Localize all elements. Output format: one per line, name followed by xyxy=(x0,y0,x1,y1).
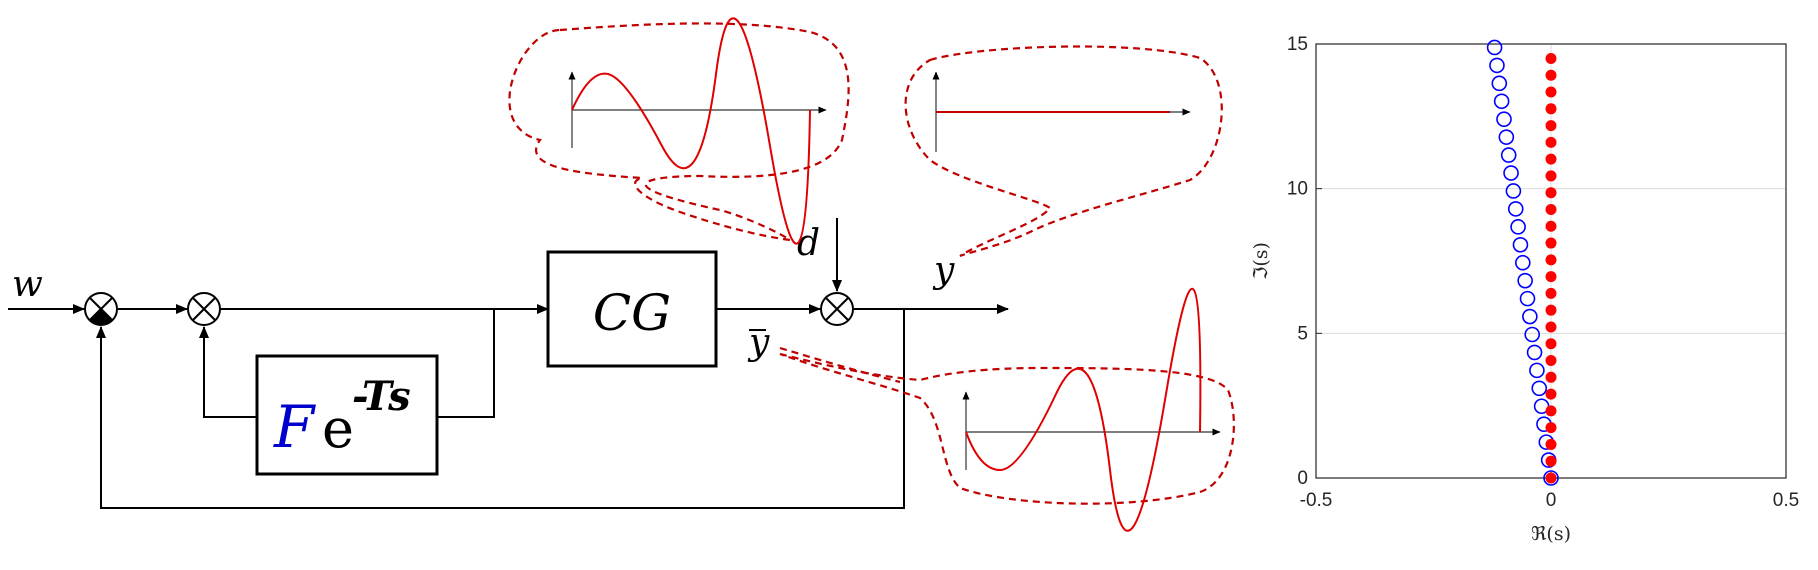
feedback-line xyxy=(96,309,905,509)
open-circle-marker xyxy=(1531,380,1548,397)
y-tick-label: 5 xyxy=(1297,323,1308,344)
predictor-delay-exponent: -Ts xyxy=(352,373,411,420)
y-tick-label: 15 xyxy=(1287,34,1308,55)
open-circle-marker xyxy=(1529,362,1545,379)
open-circle-marker xyxy=(1493,93,1510,110)
filled-circle-marker xyxy=(1545,220,1557,232)
open-circle-marker xyxy=(1503,165,1519,181)
filled-circle-marker xyxy=(1545,170,1557,182)
open-circle-marker xyxy=(1517,272,1533,289)
y-tick-label: 10 xyxy=(1287,179,1308,200)
output-mini-plot xyxy=(932,71,1191,152)
disturbance-callout-bubble xyxy=(508,22,850,242)
open-circle-marker xyxy=(1498,129,1515,145)
predictor-block xyxy=(255,354,439,476)
sine-wave xyxy=(965,287,1202,532)
filled-circle-marker xyxy=(1545,103,1557,115)
filled-circle-marker xyxy=(1545,287,1557,299)
filled-circle-marker xyxy=(1545,405,1557,417)
data-markers xyxy=(1486,39,1559,486)
callout-leader xyxy=(779,346,901,384)
filled-circle-marker xyxy=(1545,304,1557,316)
open-circle-marker xyxy=(1507,201,1524,217)
input-label: w xyxy=(12,264,43,305)
filled-circle-marker xyxy=(1545,371,1557,383)
plant-output-mini-plot xyxy=(962,287,1221,532)
filled-circle-marker xyxy=(1545,86,1557,98)
open-circle-marker xyxy=(1496,111,1512,128)
disturbance-mini-plot xyxy=(568,17,827,245)
filled-circle-marker xyxy=(1545,355,1557,367)
open-circle-marker xyxy=(1505,183,1522,199)
x-tick-label: -0.5 xyxy=(1300,490,1333,511)
filled-circle-marker xyxy=(1545,388,1557,400)
disturbance-label: d xyxy=(797,223,820,264)
filled-circle-marker xyxy=(1545,422,1557,434)
open-circle-marker xyxy=(1519,290,1536,307)
open-circle-marker xyxy=(1500,147,1517,163)
filled-circle-marker xyxy=(1545,69,1557,81)
filled-circle-marker xyxy=(1545,120,1557,132)
x-axis-label: ℜ(s) xyxy=(1531,523,1571,545)
open-circle-marker xyxy=(1489,57,1505,74)
output-callout-bubble xyxy=(904,45,1223,258)
filled-circle-marker xyxy=(1545,321,1557,333)
filled-circle-marker xyxy=(1545,271,1557,283)
filled-circle-marker xyxy=(1545,472,1557,484)
predictor-delay-base: e xyxy=(322,397,354,460)
summing-junction-1 xyxy=(84,292,118,326)
x-tick-label: 0.5 xyxy=(1773,490,1799,511)
predictor-return-line xyxy=(199,326,257,418)
filled-circle-marker xyxy=(1545,153,1557,165)
filled-circle-marker xyxy=(1545,203,1557,215)
filled-circle-marker xyxy=(1545,52,1557,64)
filled-circle-marker xyxy=(1545,254,1557,266)
open-circle-marker xyxy=(1522,308,1538,325)
block-diagram xyxy=(8,218,1009,509)
y-axis-label: ℑ(s) xyxy=(1250,242,1272,280)
filled-circle-marker xyxy=(1545,455,1557,467)
controller-plant-block xyxy=(546,250,718,368)
output-label: y xyxy=(932,250,955,291)
open-circle-marker xyxy=(1486,39,1503,56)
series-2 xyxy=(1545,52,1557,484)
open-circle-marker xyxy=(1543,470,1559,486)
open-circle-marker xyxy=(1524,326,1540,343)
filled-circle-marker xyxy=(1545,136,1557,148)
open-circle-marker xyxy=(1526,344,1543,361)
open-circle-marker xyxy=(1510,219,1526,235)
filled-circle-marker xyxy=(1545,237,1557,249)
predictor-feed-line xyxy=(436,309,495,418)
open-circle-marker xyxy=(1515,254,1531,271)
controller-block-label: CG xyxy=(593,284,671,342)
plant-output-label: y xyxy=(747,322,770,363)
predictor-gain-label: F xyxy=(273,393,316,461)
open-circle-marker xyxy=(1491,75,1508,92)
filled-circle-marker xyxy=(1545,338,1557,350)
sine-wave xyxy=(571,17,811,245)
summing-junction-2 xyxy=(187,292,221,326)
x-tick-label: 0 xyxy=(1546,490,1557,511)
open-circle-marker xyxy=(1512,236,1529,253)
y-tick-label: 0 xyxy=(1297,468,1308,489)
filled-circle-marker xyxy=(1545,187,1557,199)
summing-junction-3 xyxy=(820,292,854,326)
plant-output-callout-bubble xyxy=(779,352,1235,505)
filled-circle-marker xyxy=(1545,438,1557,450)
